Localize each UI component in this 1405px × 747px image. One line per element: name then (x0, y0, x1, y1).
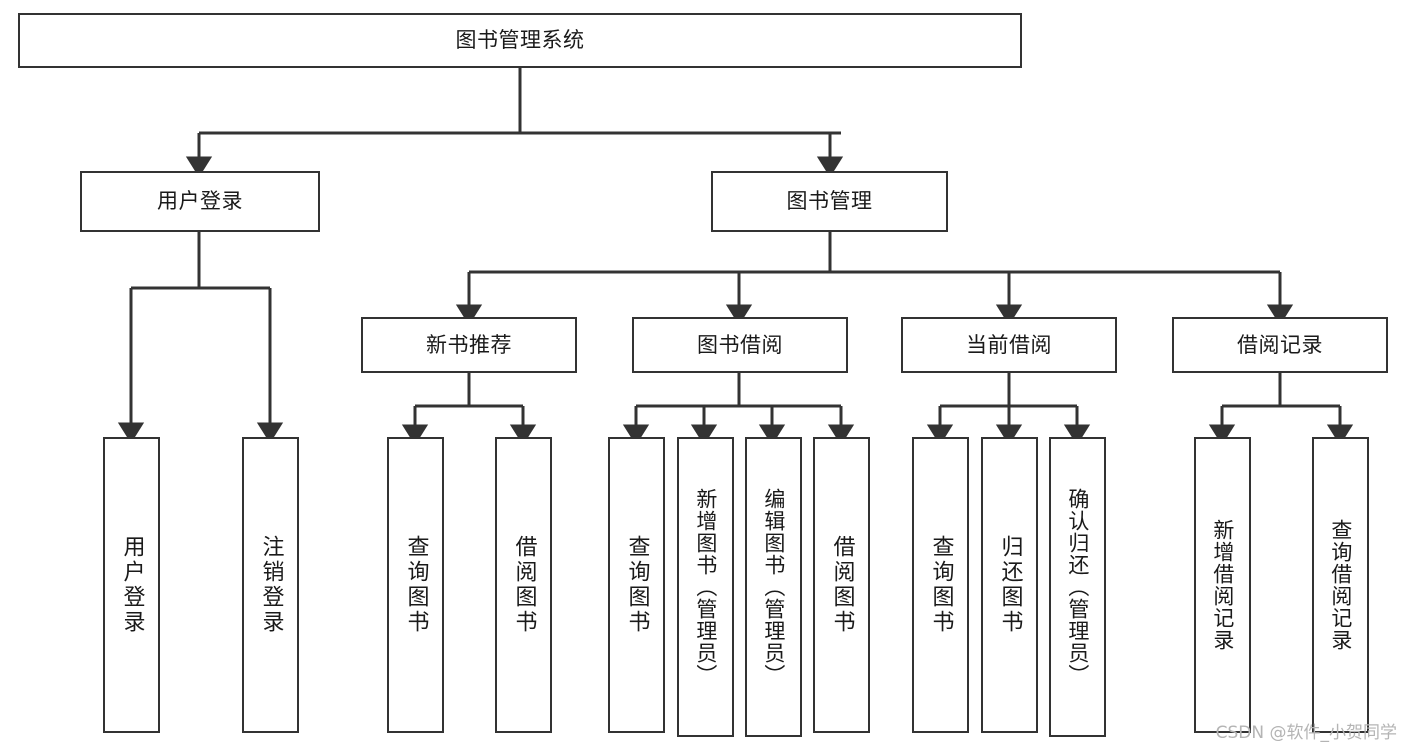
node-label: 借阅记录 (1237, 332, 1323, 357)
node-label: 归还图书 (997, 535, 1023, 635)
leaf-current-confirm-return-admin[interactable]: 确认归还（管理员） (1049, 437, 1106, 737)
leaf-borrow-add-book-admin[interactable]: 新增图书（管理员） (677, 437, 734, 737)
node-label: 借阅图书 (511, 535, 537, 635)
leaf-recommend-borrow-book[interactable]: 借阅图书 (495, 437, 552, 733)
node-label: 图书管理系统 (455, 28, 585, 53)
node-label: 图书管理 (786, 189, 873, 214)
node-borrow-record[interactable]: 借阅记录 (1172, 317, 1388, 373)
csdn-watermark: CSDN @软件_小贺同学 (1215, 723, 1397, 743)
leaf-current-return-book[interactable]: 归还图书 (981, 437, 1038, 733)
node-root-system[interactable]: 图书管理系统 (18, 13, 1022, 68)
node-label: 查询图书 (624, 535, 650, 635)
node-label: 查询图书 (928, 535, 954, 635)
node-book-management[interactable]: 图书管理 (711, 171, 948, 232)
leaf-borrow-query-book[interactable]: 查询图书 (608, 437, 665, 733)
node-label: 编辑图书（管理员） (761, 488, 786, 686)
leaf-borrow-borrow-book[interactable]: 借阅图书 (813, 437, 870, 733)
node-label: 查询图书 (403, 535, 429, 635)
node-label: 当前借阅 (966, 332, 1052, 357)
node-label: 用户登录 (119, 535, 145, 635)
node-label: 图书借阅 (697, 332, 783, 357)
node-label: 查询借阅记录 (1328, 519, 1353, 651)
leaf-borrow-edit-book-admin[interactable]: 编辑图书（管理员） (745, 437, 802, 737)
node-label: 新书推荐 (426, 332, 512, 357)
leaf-record-add-record[interactable]: 新增借阅记录 (1194, 437, 1251, 733)
leaf-user-login-login[interactable]: 用户登录 (103, 437, 160, 733)
node-user-login[interactable]: 用户登录 (80, 171, 320, 232)
node-label: 确认归还（管理员） (1065, 488, 1090, 686)
node-label: 借阅图书 (829, 535, 855, 635)
leaf-user-login-logout[interactable]: 注销登录 (242, 437, 299, 733)
node-label: 注销登录 (258, 535, 284, 635)
node-label: 新增借阅记录 (1210, 519, 1235, 651)
node-label: 用户登录 (157, 189, 243, 214)
leaf-recommend-query-book[interactable]: 查询图书 (387, 437, 444, 733)
node-label: 新增图书（管理员） (693, 488, 718, 686)
leaf-current-query-book[interactable]: 查询图书 (912, 437, 969, 733)
node-new-book-recommend[interactable]: 新书推荐 (361, 317, 577, 373)
leaf-record-query-record[interactable]: 查询借阅记录 (1312, 437, 1369, 733)
node-book-borrow[interactable]: 图书借阅 (632, 317, 848, 373)
node-current-borrow[interactable]: 当前借阅 (901, 317, 1117, 373)
